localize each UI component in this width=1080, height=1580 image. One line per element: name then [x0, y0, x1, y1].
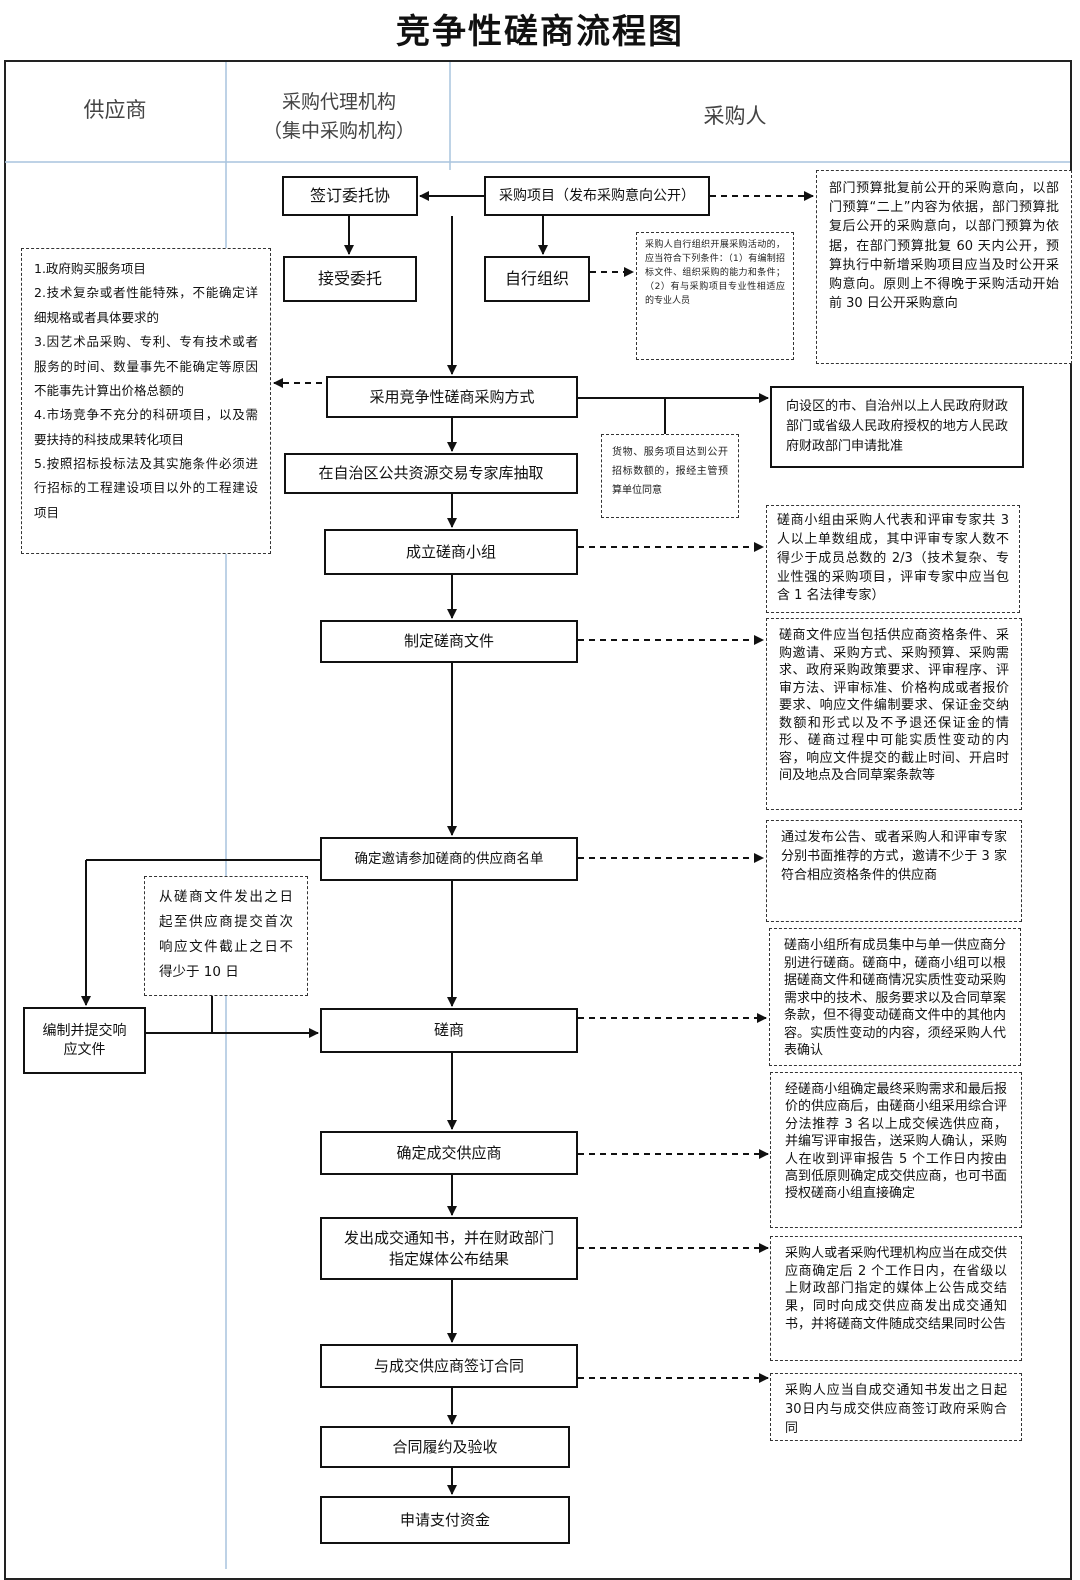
step-issue-notice: 发出成交通知书，并在财政部门指定媒体公布结果: [320, 1217, 578, 1280]
note-self-conditions: 采购人自行组织开展采购活动的，应当符合下列条件：（1）有编制招标文件、组织采购的…: [636, 232, 794, 360]
solid-connectors: [81, 191, 769, 1495]
note-publication: 采购人或者采购代理机构应当在成交供应商确定后 2 个工作日内，在省级以上财政部门…: [770, 1236, 1022, 1361]
lane-agency-header-line2: （集中采购机构）: [262, 120, 415, 143]
step-negotiate: 磋商: [320, 1008, 578, 1053]
note-contract-deadline: 采购人应当自成交通知书发出之日起30日内与成交供应商签订政府采购合同: [770, 1373, 1022, 1441]
case-item-2: 2.技术复杂或者性能特殊，不能确定详细规格或者具体要求的: [34, 285, 258, 325]
lane-supplier-header: 供应商: [83, 98, 147, 122]
case-item-4: 4.市场竞争不充分的科研项目，以及需要扶持的科技成果转化项目: [34, 407, 258, 447]
note-winner-rules: 经磋商小组确定最终采购需求和最后报价的供应商后，由磋商小组采用综合评分法推荐 3…: [770, 1072, 1022, 1228]
lane-agency-header-line1: 采购代理机构: [281, 91, 396, 113]
note-approval: 向设区的市、自治州以上人民政府财政部门或省级人民政府授权的地方人民政府财政部门申…: [770, 386, 1024, 468]
step-self-organize: 自行组织: [484, 256, 590, 302]
step-form-group: 成立磋商小组: [324, 529, 578, 575]
note-group-composition: 磋商小组由采购人代表和评审专家共 3 人以上单数组成，其中评审专家人数不得少于成…: [766, 505, 1020, 613]
step-accept-entrust: 接受委托: [283, 256, 417, 302]
step-sign-contract: 与成交供应商签订合同: [320, 1344, 578, 1388]
step-purchase-project: 采购项目（发布采购意向公开）: [484, 176, 710, 216]
step-apply-payment: 申请支付资金: [320, 1496, 570, 1544]
case-item-3: 3.因艺术品采购、专利、专有技术或者服务的时间、数量事先不能确定等原因不能事先计…: [34, 334, 258, 398]
step-sign-entrust: 签订委托协: [282, 176, 418, 216]
note-threshold: 货物、服务项目达到公开招标数额的，报经主管预算单位同意: [601, 434, 739, 518]
lane-purchaser-header: 采购人: [703, 104, 767, 128]
step-confirm-list: 确定邀请参加磋商的供应商名单: [320, 837, 578, 881]
step-confirm-winner: 确定成交供应商: [320, 1131, 578, 1175]
step-adopt-method: 采用竞争性磋商采购方式: [326, 376, 578, 418]
page-title: 竞争性磋商流程图: [396, 12, 684, 52]
note-invitation: 通过发布公告、或者采购人和评审专家分别书面推荐的方式，邀请不少于 3 家符合相应…: [766, 820, 1022, 922]
note-response-time: 从磋商文件发出之日起至供应商提交首次响应文件截止之日不得少于 10 日: [144, 876, 308, 996]
note-intent-disclosure: 部门预算批复前公开的采购意向，以部门预算“二上”内容为依据，部门预算批复后公开的…: [816, 170, 1072, 364]
step-extract-experts: 在自治区公共资源交易专家库抽取: [284, 453, 578, 494]
step-make-docs: 制定磋商文件: [320, 620, 578, 663]
step-prepare-submit: 编制并提交响应文件: [23, 1007, 146, 1074]
note-negotiation-rules: 磋商小组所有成员集中与单一供应商分别进行磋商。磋商中，磋商小组可以根据磋商文件和…: [769, 928, 1021, 1066]
dashed-connectors: [273, 191, 814, 1383]
note-applicable-cases: 1.政府购买服务项目 2.技术复杂或者性能特殊，不能确定详细规格或者具体要求的 …: [21, 248, 271, 554]
lane-agency-header: 采购代理机构 （集中采购机构）: [228, 88, 450, 147]
case-item-1: 1.政府购买服务项目: [34, 261, 146, 276]
step-perform-accept: 合同履约及验收: [320, 1426, 570, 1468]
note-doc-contents: 磋商文件应当包括供应商资格条件、采购邀请、采购方式、采购预算、采购需求、政府采购…: [766, 618, 1022, 810]
case-item-5: 5.按照招标投标法及其实施条件必须进行招标的工程建设项目以外的工程建设项目: [34, 456, 258, 520]
